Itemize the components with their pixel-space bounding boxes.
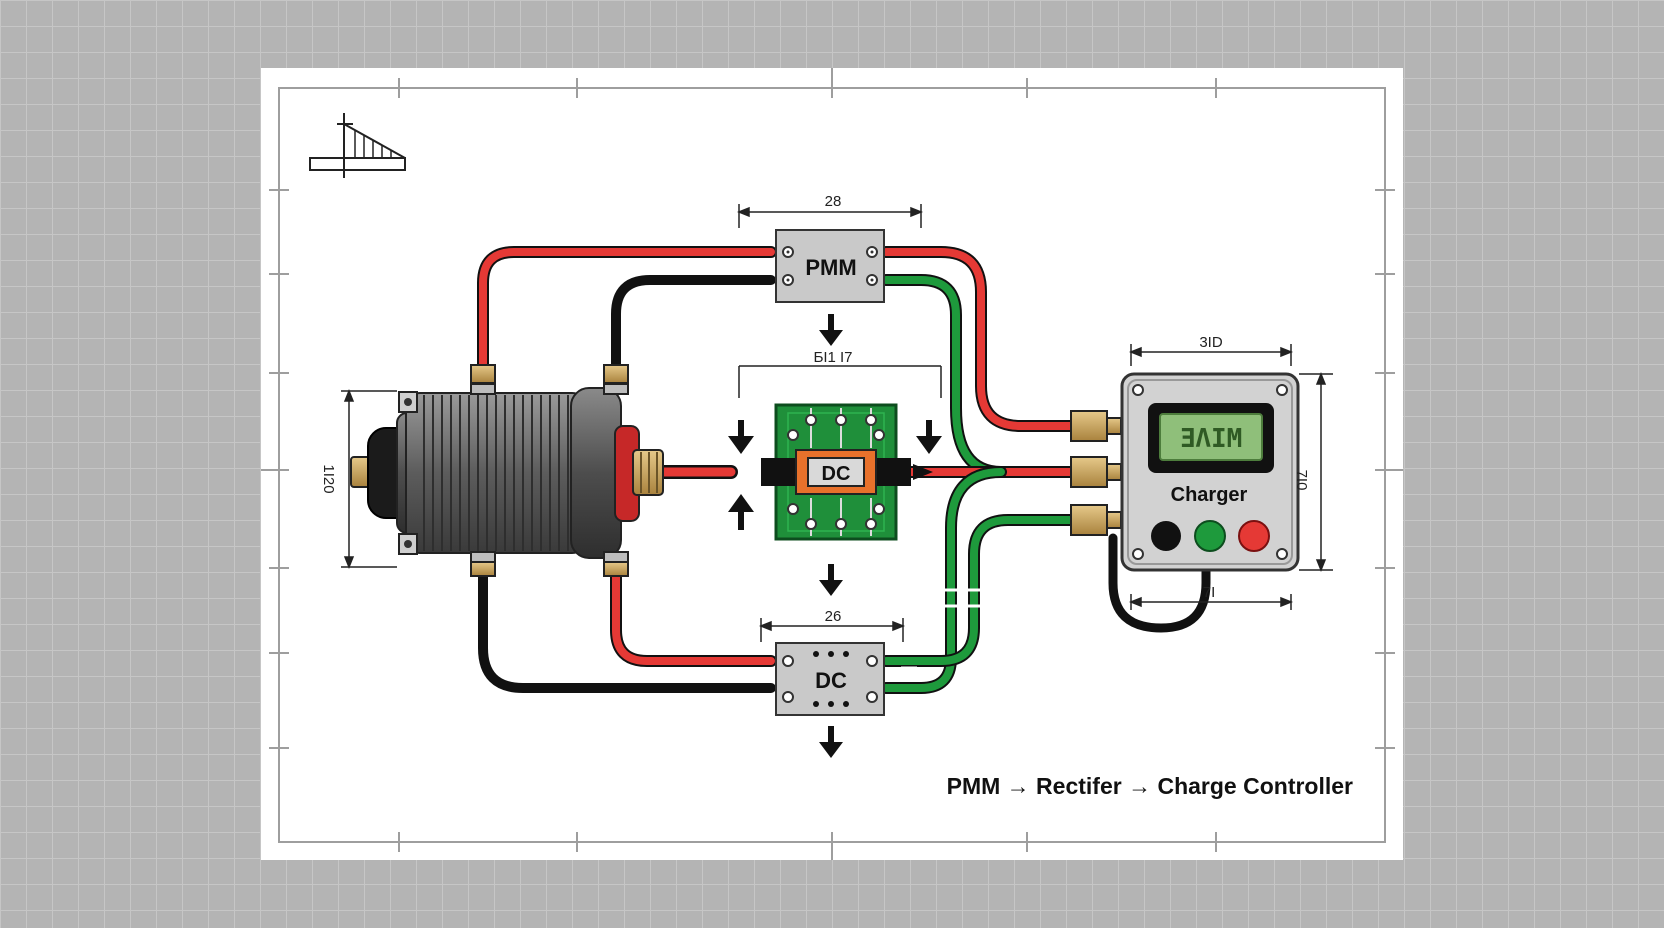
dc-dimension	[758, 618, 906, 642]
charger-width-dimension	[1128, 344, 1294, 366]
rectifier-dimension-label: ƂI1 I7	[813, 349, 852, 366]
rectifier-board	[761, 403, 911, 541]
motor-height-label: 1I20	[320, 464, 337, 493]
down-arrow-icon	[819, 726, 843, 758]
generator-motor	[350, 364, 664, 577]
connector-terminals	[1070, 410, 1122, 536]
charger-base-label: 7I	[1203, 584, 1216, 601]
rectifier-arrows	[728, 420, 942, 530]
drawing-frame	[261, 68, 1403, 860]
pmm-dimension	[736, 204, 924, 228]
charger-status-leds	[1151, 520, 1270, 552]
projection-symbol-icon	[309, 113, 406, 178]
dc-label: DC	[815, 668, 847, 693]
charger-height-dimension	[1299, 371, 1333, 573]
pmm-block	[775, 229, 885, 303]
charger-base-dimension	[1128, 594, 1294, 610]
down-arrow-icon	[819, 314, 843, 346]
rectifier-dimension	[738, 365, 942, 398]
diagram-caption: PMM → Rectifer → Charge Controller	[946, 773, 1353, 799]
pmm-label: PMM	[805, 255, 856, 280]
rectifier-label: DC	[822, 463, 851, 485]
down-arrow-icon	[819, 564, 843, 596]
charger-height-label: 7I0	[1293, 470, 1310, 491]
charger-display-readout: ƎΛIM	[1180, 424, 1243, 454]
motor-height-dimension	[341, 388, 397, 570]
dc-block	[775, 642, 885, 716]
charger-width-label: 3ID	[1199, 334, 1223, 351]
pmm-dimension-label: 28	[825, 193, 842, 210]
wire-break-marks	[901, 588, 985, 670]
dc-dimension-label: 26	[825, 608, 842, 625]
charger-label: Charger	[1171, 484, 1248, 506]
drawing-sheet: 1I20 PMM 28 ƂI1 I7	[261, 68, 1403, 860]
